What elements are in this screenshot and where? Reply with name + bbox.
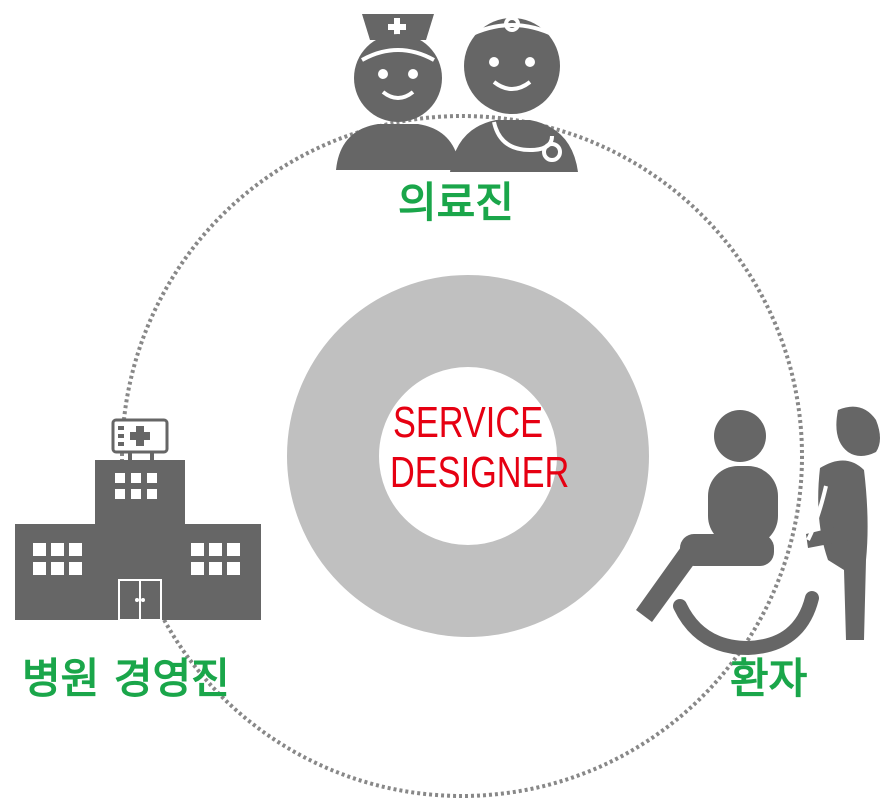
stakeholder-orbit-circle — [120, 114, 804, 798]
center-title-line2: DESIGNER — [390, 448, 570, 497]
center-ring — [287, 275, 649, 637]
center-title-line1: SERVICE — [392, 398, 544, 447]
nurse-and-doctor-icon — [336, 14, 578, 172]
hospital-management-label: 병원 경영진 — [22, 654, 230, 703]
hospital-building-icon — [15, 418, 261, 621]
medical-staff-label: 의료진 — [398, 178, 514, 227]
wheelchair-and-caregiver-icon — [636, 406, 880, 656]
patient-label: 환자 — [730, 654, 808, 703]
center-title: SERVICE DESIGNER — [390, 398, 570, 498]
